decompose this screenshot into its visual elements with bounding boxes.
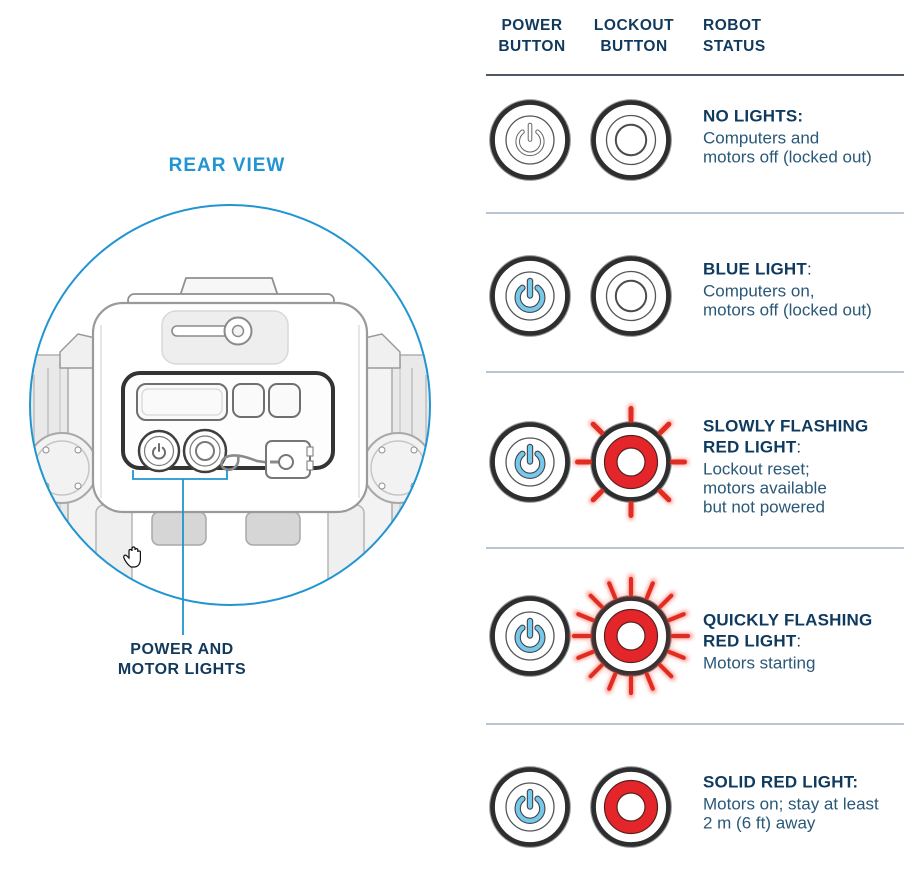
status-description: Computers and motors off (locked out) — [703, 128, 872, 167]
status-description: Computers on, motors off (locked out) — [703, 281, 872, 320]
rear-view-label: REAR VIEW — [168, 155, 286, 176]
hand-cursor-icon — [123, 546, 141, 568]
rear-view-circle — [29, 204, 431, 606]
robot-status-text: NO LIGHTS:Computers and motors off (lock… — [703, 106, 915, 167]
row-divider — [486, 723, 904, 725]
status-row: NO LIGHTS:Computers and motors off (lock… — [486, 78, 910, 202]
status-title: QUICKLY FLASHING RED LIGHT — [703, 610, 873, 651]
lockout-button-icon — [566, 397, 696, 527]
status-description: Lockout reset; motors available but not … — [703, 459, 827, 517]
status-row: QUICKLY FLASHING RED LIGHT:Motors starti… — [486, 574, 910, 698]
status-row: BLUE LIGHT:Computers on, motors off (loc… — [486, 234, 910, 358]
robot-status-text: QUICKLY FLASHING RED LIGHT:Motors starti… — [703, 610, 915, 673]
power-button-icon — [465, 75, 595, 205]
robot-status-text: BLUE LIGHT:Computers on, motors off (loc… — [703, 259, 915, 320]
header-divider — [486, 74, 904, 76]
status-row: SOLID RED LIGHT:Motors on; stay at least… — [486, 745, 910, 869]
row-divider — [486, 371, 904, 373]
status-row: SLOWLY FLASHING RED LIGHT:Lockout reset;… — [486, 400, 910, 524]
robot-rear-diagram — [29, 204, 431, 635]
status-title: NO LIGHTS: — [703, 106, 804, 126]
power-button-icon — [465, 397, 595, 527]
header-power-button: POWER BUTTON — [498, 17, 566, 55]
power-button-icon — [465, 742, 595, 872]
status-description: Motors starting — [703, 653, 816, 673]
status-title: SOLID RED LIGHT: — [703, 772, 859, 792]
lockout-button-icon — [566, 571, 696, 701]
lockout-button-icon — [566, 231, 696, 361]
power-button-icon — [465, 231, 595, 361]
header-robot-status: ROBOT STATUS — [703, 17, 766, 55]
status-description: Motors on; stay at least 2 m (6 ft) away — [703, 794, 879, 833]
row-divider — [486, 547, 904, 549]
robot-status-text: SLOWLY FLASHING RED LIGHT:Lockout reset;… — [703, 416, 915, 517]
robot-status-text: SOLID RED LIGHT:Motors on; stay at least… — [703, 772, 915, 833]
row-divider — [486, 212, 904, 214]
lockout-button-icon — [566, 75, 696, 205]
callout-bracket — [132, 470, 228, 635]
header-lockout-button: LOCKOUT BUTTON — [593, 17, 675, 55]
power-motor-lights-label: POWER AND MOTOR LIGHTS — [117, 641, 247, 678]
status-title: SLOWLY FLASHING RED LIGHT — [703, 416, 869, 457]
lockout-button-icon — [566, 742, 696, 872]
status-title: BLUE LIGHT — [703, 259, 807, 279]
power-button-icon — [465, 571, 595, 701]
